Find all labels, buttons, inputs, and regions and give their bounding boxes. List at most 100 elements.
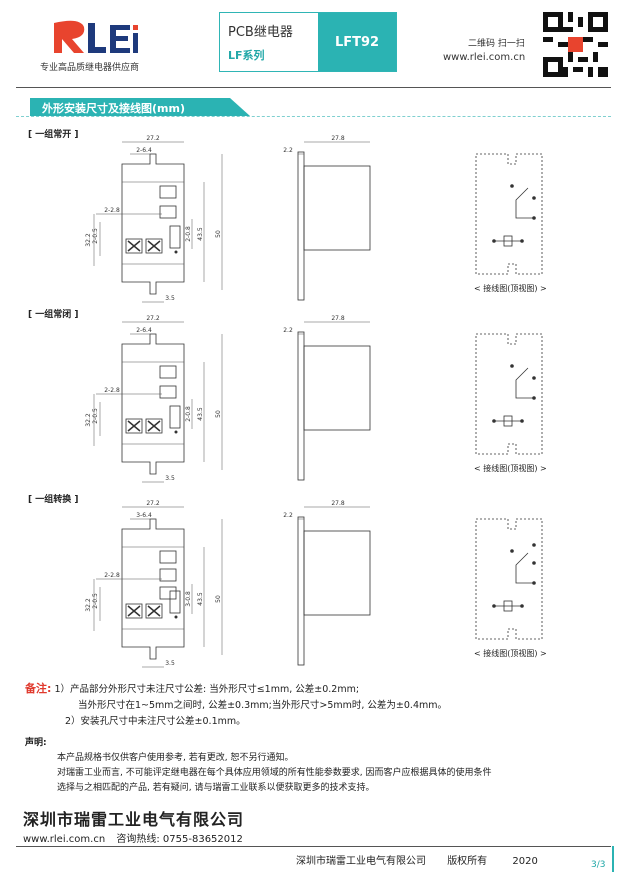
hotline: 咨询热线: 0755-83652012 [116,834,243,845]
coil-dot [492,239,496,243]
dimension-sw: 2.2 [283,147,293,154]
contact-dot [532,376,536,380]
coil-dot [492,604,496,608]
dimension-pin: 2-0.8 [185,226,192,242]
qr-code-icon[interactable] [543,12,608,77]
coil-pin [145,238,163,254]
mark-dot [174,250,178,254]
coil-pin [145,603,163,619]
dimension-sl: 27.8 [331,500,345,507]
mark-dot [174,615,178,619]
dimension-w: 27.2 [146,135,160,142]
dimension-hole: 2-0.5 [92,593,99,609]
coil-pin-mark [127,420,141,432]
notes: 备注: 1）产品部分外形尺寸未注尺寸公差: 当外形尺寸≤1mm, 公差±0.2m… [25,681,447,730]
dimension-mid: 43.5 [197,407,204,421]
dimension-sw: 2.2 [283,327,293,334]
contact-dot [532,543,536,547]
brand-logo [50,17,140,61]
wiring-caption: < 接线图(顶视图) > [474,284,547,293]
coil-pin-mark [127,605,141,617]
note-1: 1）产品部分外形尺寸未注尺寸公差: 当外形尺寸≤1mm, 公差±0.2mm; [54,684,360,695]
dimension-pin: 2-0.8 [185,406,192,422]
coil-pin [125,418,143,434]
copyright-text: 版权所有 [447,856,488,867]
dimension-mid: 43.5 [197,227,204,241]
declaration: 声明: 本产品规格书仅供客户使用参考, 若有更改, 恕不另行通知。 对瑞雷工业而… [25,736,491,796]
coil-dot [492,419,496,423]
group-title: [ 一组常开 ] [28,130,79,140]
side-view-base [297,151,305,301]
dimension-hole: 2-0.5 [92,408,99,424]
dimension-pitch: 2-6.4 [136,147,152,154]
dimension-hole: 2-0.5 [92,228,99,244]
contact-dot [532,561,536,565]
coil-pin-mark [147,240,161,252]
dimension-sw: 2.2 [283,512,293,519]
product-box: PCB继电器 LF系列 LFT92 [219,12,397,72]
contact-dot [510,184,514,188]
declaration-line-3: 选择与之相匹配的产品, 若有疑问, 请与瑞雷工业联系以便获取更多的技术支持。 [57,783,375,793]
coil-pin-mark [147,420,161,432]
contact-arm [515,552,534,584]
terminal-pad [159,586,177,600]
side-view-base [297,331,305,481]
dimension-pin: 3-0.8 [185,591,192,607]
coil-pin [125,603,143,619]
dimension-total: 50 [215,230,222,238]
dimension-left: 32.2 [85,413,92,427]
note-2: 2）安装孔尺寸中未注尺寸公差±0.1mm。 [65,716,246,727]
dimension-mid: 43.5 [197,592,204,606]
contact-arm [515,367,534,399]
note-1b: 当外形尺寸在1~5mm之间时, 公差±0.3mm;当外形尺寸>5mm时, 公差为… [78,700,448,711]
dimension-total: 50 [215,410,222,418]
declaration-title: 声明: [25,738,47,748]
qr-label: 二维码 扫一扫 [468,39,525,49]
section-title-bar: 外形安装尺寸及接线图(mm) [30,98,250,116]
product-model: LFT92 [318,13,396,71]
mark-dot [174,430,178,434]
dimension-h1: 2-2.8 [104,207,120,214]
contact-arm [515,187,534,219]
terminal-pad [159,205,177,219]
wiring-caption: < 接线图(顶视图) > [474,464,547,473]
section-underline [16,116,611,117]
side-view-body [303,345,371,431]
header-divider [16,87,611,88]
terminal-pad [159,385,177,399]
side-view-body [303,165,371,251]
section-title: 外形安装尺寸及接线图(mm) [42,102,185,115]
dimension-left: 32.2 [85,598,92,612]
terminal-pad [159,568,177,582]
tagline: 专业高品质继电器供应商 [40,63,140,73]
declaration-line-2: 对瑞雷工业而言, 不可能评定继电器在每个具体应用领域的所有性能参数要求, 因而客… [57,768,492,778]
contact-dot [510,549,514,553]
terminal-pad [169,590,181,614]
wiring-outline [475,153,543,275]
terminal-pad [169,225,181,249]
dimension-bot: 3.5 [165,660,175,667]
front-view-body [121,153,185,295]
footer-divider [16,846,611,847]
footer-url[interactable]: www.rlei.com.cn [23,834,106,845]
website-url[interactable]: www.rlei.com.cn [443,52,526,63]
dimension-bot: 3.5 [165,475,175,482]
corner-accent [612,846,614,872]
dimension-w: 27.2 [146,500,160,507]
side-view-body [303,530,371,616]
product-series: LF系列 [228,49,265,62]
coil-dot [520,239,524,243]
contact-line: www.rlei.com.cn 咨询热线: 0755-83652012 [23,830,243,845]
copyright-company: 深圳市瑞雷工业电气有限公司 [296,856,426,867]
dimension-h1: 2-2.8 [104,387,120,394]
dimension-total: 50 [215,595,222,603]
dimension-bot: 3.5 [165,295,175,302]
terminal-pad [159,185,177,199]
coil-dot [520,604,524,608]
company-name: 深圳市瑞雷工业电气有限公司 [23,810,245,829]
coil-pin [145,418,163,434]
terminal-pad [159,550,177,564]
contact-dot [510,364,514,368]
